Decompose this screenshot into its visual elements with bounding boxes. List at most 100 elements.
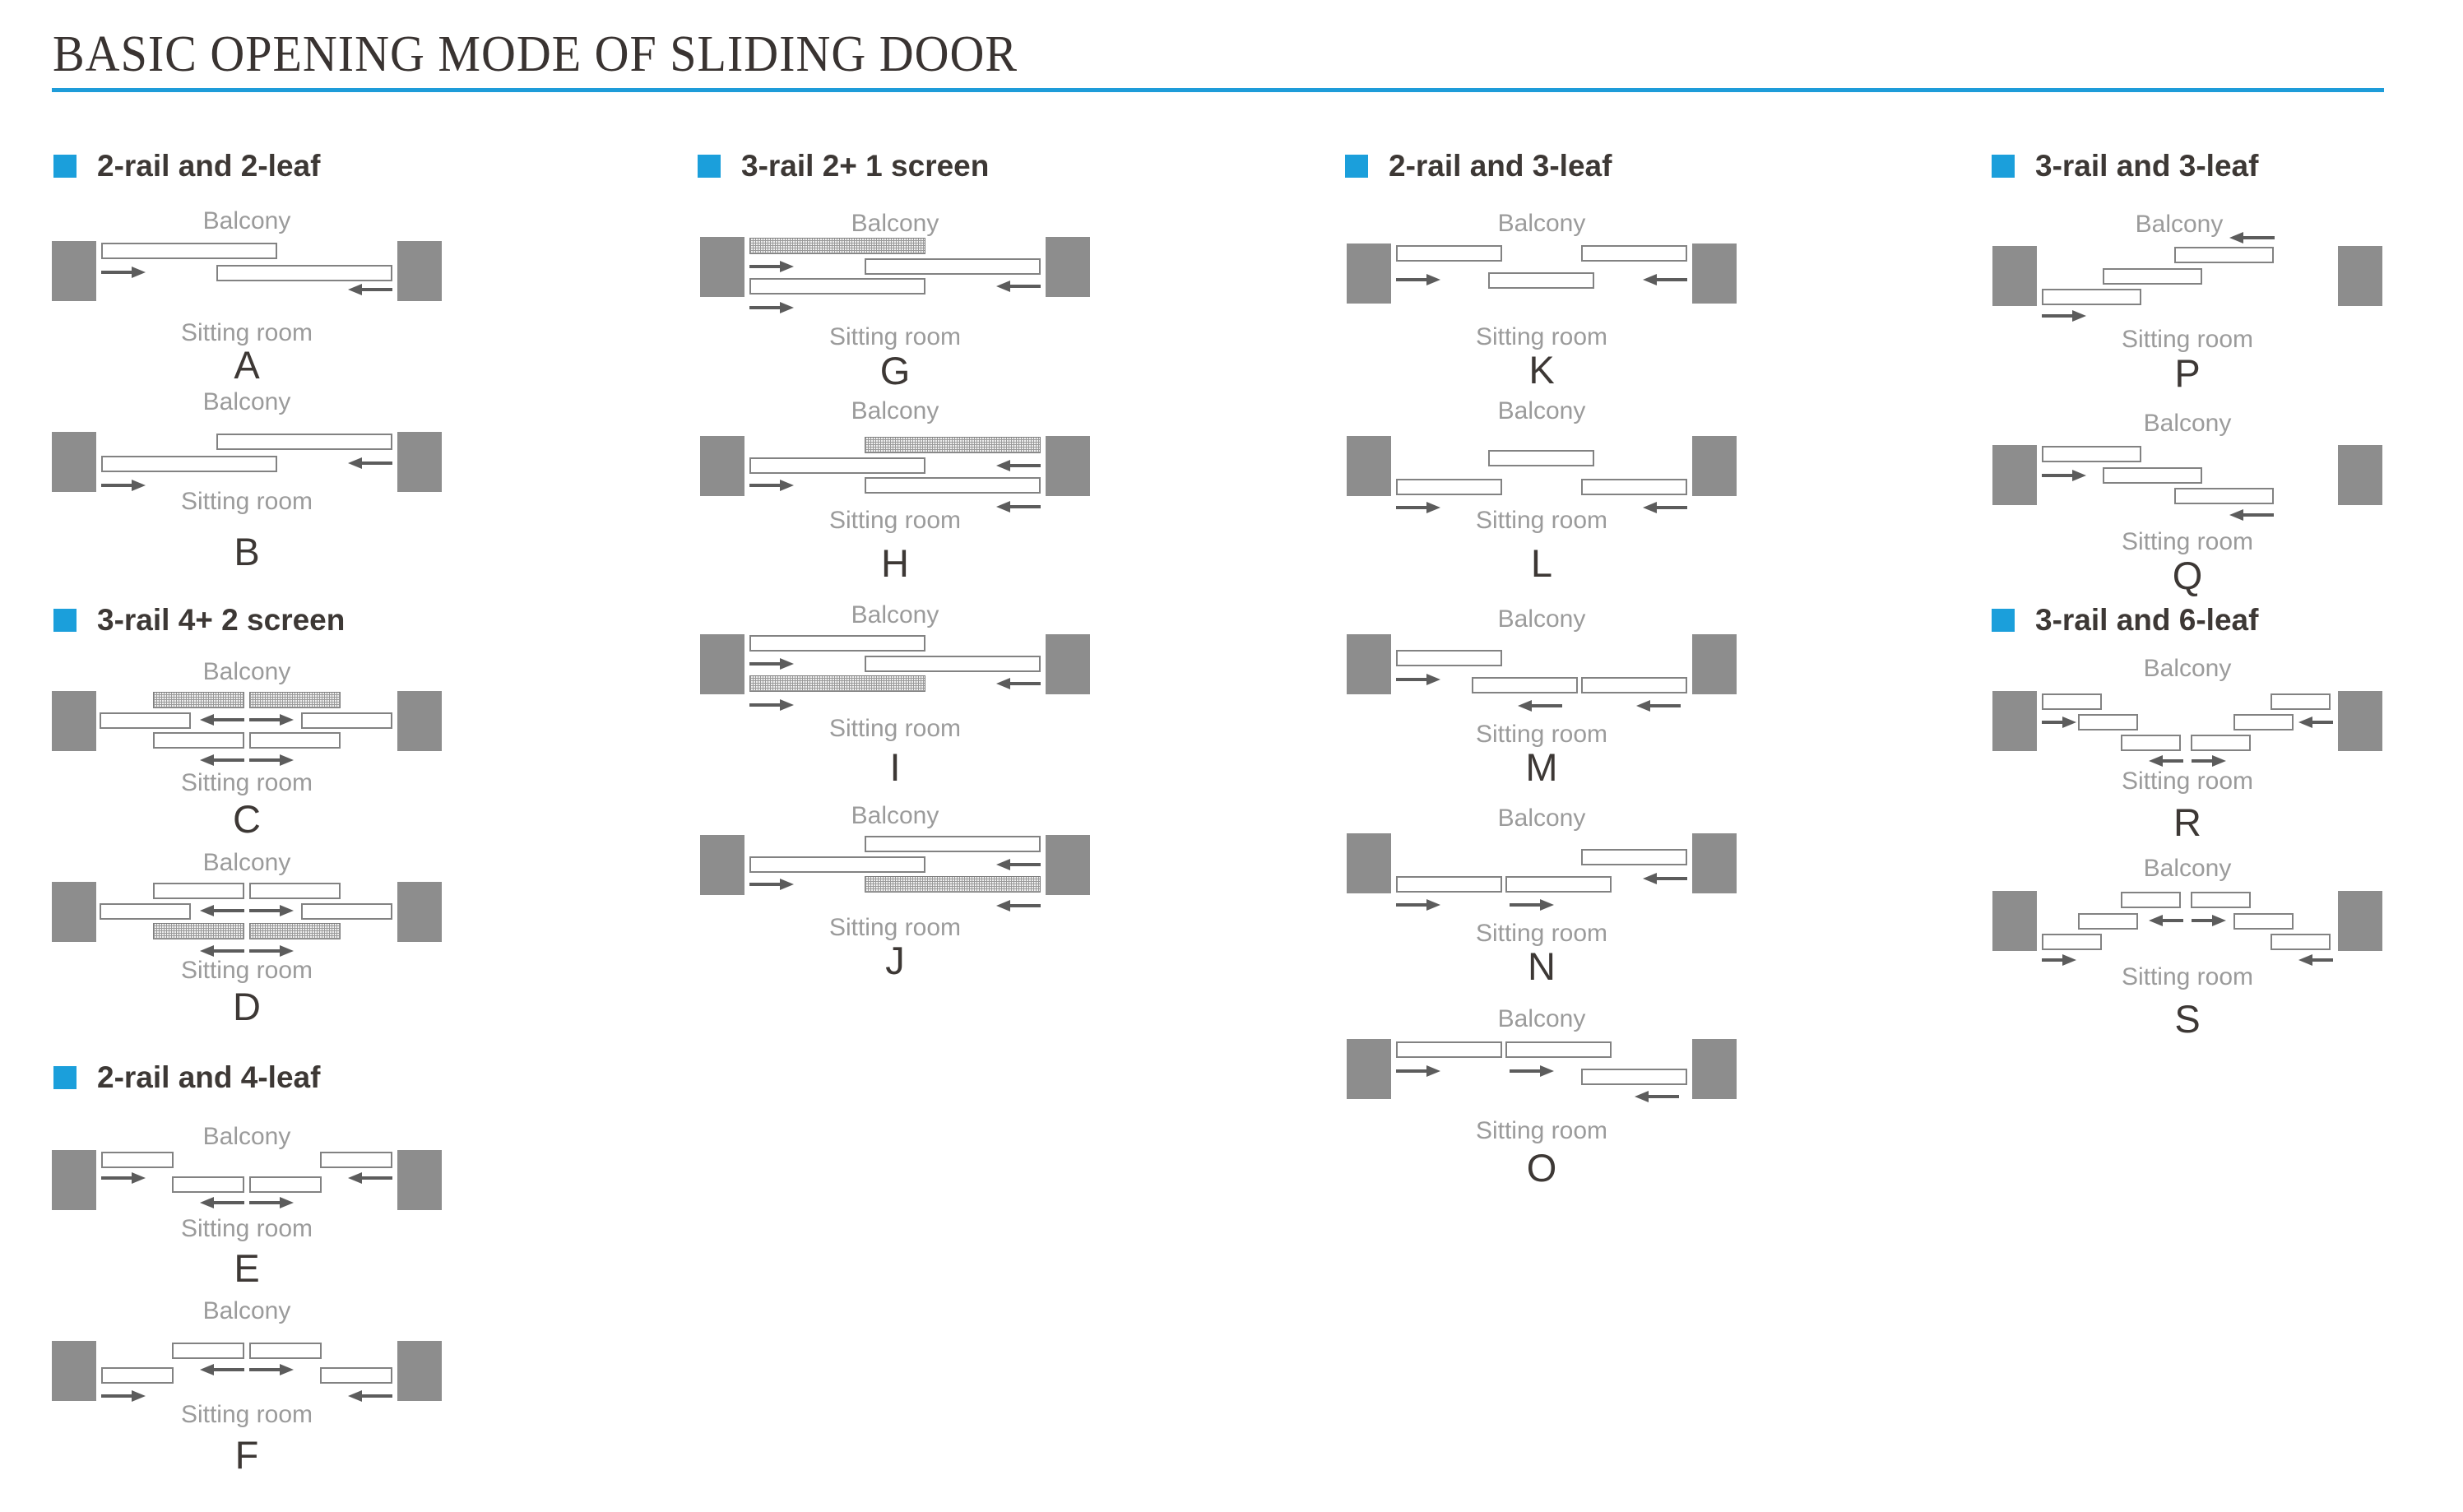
sitting-room-label: Sitting room: [180, 769, 313, 796]
arrow-shaft: [1396, 678, 1428, 681]
section-bullet-icon: [1345, 154, 1368, 178]
arrow-shaft: [749, 265, 782, 268]
wall-left: [700, 634, 744, 694]
arrow-right-icon: [2192, 755, 2226, 767]
arrow-shaft: [249, 1368, 281, 1371]
wall-right: [1692, 1039, 1737, 1099]
balcony-label: Balcony: [202, 849, 291, 876]
door-leaf: [2271, 693, 2331, 710]
arrow-right-icon: [749, 879, 794, 890]
door-leaf: [101, 456, 277, 472]
title-rule: [52, 88, 2384, 92]
arrow-left-icon: [996, 900, 1041, 911]
door-leaf: [1505, 876, 1612, 893]
door-leaf: [249, 1176, 322, 1193]
door-leaf: [153, 883, 244, 899]
wall-left: [1992, 691, 2037, 751]
arrow-right-icon: [2042, 954, 2076, 966]
section-header-0: 2-rail and 2-leaf: [53, 151, 320, 181]
sitting-room-label: Sitting room: [1475, 323, 1608, 350]
arrow-right-icon: [249, 1364, 294, 1375]
wall-right: [1692, 634, 1737, 694]
arrow-left-icon: [1643, 274, 1687, 285]
arrow-left-icon: [200, 1364, 244, 1375]
balcony-label: Balcony: [1497, 397, 1586, 424]
arrow-shaft: [212, 758, 244, 762]
arrow-left-icon: [2149, 755, 2183, 767]
wall-right: [2338, 891, 2382, 951]
arrow-shaft: [749, 484, 782, 487]
diagram-letter: M: [1525, 745, 1558, 789]
door-leaf: [865, 258, 1041, 275]
arrow-left-icon: [200, 754, 244, 766]
arrow-shaft: [1649, 704, 1681, 707]
arrow-shaft: [249, 758, 281, 762]
door-leaf: [1581, 849, 1687, 865]
arrow-head: [1643, 502, 1657, 513]
arrow-head: [280, 1197, 294, 1208]
arrow-right-icon: [101, 267, 146, 278]
arrow-head: [1426, 502, 1440, 513]
arrow-head: [2298, 717, 2312, 728]
sitting-room-label: Sitting room: [180, 957, 313, 984]
section-header-6: 3-rail and 6-leaf: [1992, 605, 2258, 635]
arrow-head: [2229, 232, 2243, 243]
arrow-head: [200, 714, 214, 726]
arrow-shaft: [212, 1201, 244, 1204]
door-leaf: [2233, 913, 2294, 930]
arrow-head: [132, 480, 146, 491]
section-bullet-icon: [1992, 154, 2015, 178]
arrow-shaft: [2311, 721, 2333, 724]
arrow-right-icon: [1396, 1065, 1440, 1077]
sitting-room-label: Sitting room: [1475, 507, 1608, 534]
arrow-left-icon: [1643, 873, 1687, 884]
arrow-head: [780, 302, 794, 313]
arrow-shaft: [360, 1394, 392, 1398]
door-leaf: [865, 836, 1041, 852]
wall-left: [700, 436, 744, 496]
arrow-right-icon: [101, 1390, 146, 1402]
arrow-shaft: [2042, 314, 2074, 318]
door-leaf: [2233, 714, 2294, 730]
wall-left: [52, 882, 96, 942]
section-header-5: 2-rail and 4-leaf: [53, 1062, 320, 1092]
arrow-left-icon: [200, 945, 244, 957]
section-label: 3-rail 4+ 2 screen: [97, 603, 346, 637]
diagram-letter: F: [234, 1433, 259, 1477]
wall-right: [1692, 833, 1737, 893]
wall-right: [397, 432, 442, 492]
door-leaf: [1396, 245, 1502, 262]
diagram-letter: B: [234, 530, 260, 573]
wall-left: [700, 237, 744, 297]
arrow-head: [2072, 310, 2086, 322]
arrow-head: [2072, 470, 2086, 481]
balcony-label: Balcony: [202, 1297, 291, 1324]
sitting-room-label: Sitting room: [1475, 721, 1608, 748]
arrow-head: [280, 754, 294, 766]
arrow-left-icon: [200, 905, 244, 916]
arrow-shaft: [1396, 903, 1428, 907]
screen-leaf: [749, 238, 925, 254]
arrow-left-icon: [996, 678, 1041, 689]
wall-right: [397, 882, 442, 942]
door-leaf: [2174, 488, 2274, 504]
arrow-shaft: [2242, 236, 2275, 239]
balcony-label: Balcony: [851, 802, 939, 829]
door-leaf: [1581, 677, 1687, 693]
arrow-head: [2298, 954, 2312, 966]
section-label: 2-rail and 2-leaf: [97, 149, 321, 183]
door-leaf: [2042, 934, 2102, 950]
arrow-shaft: [1510, 903, 1542, 907]
arrow-shaft: [1655, 877, 1687, 880]
balcony-label: Balcony: [851, 397, 939, 424]
door-leaf: [1396, 479, 1502, 495]
arrow-head: [1426, 674, 1440, 685]
arrow-head: [1540, 1065, 1554, 1077]
door-leaf: [101, 243, 277, 259]
arrow-head: [2212, 915, 2226, 926]
section-label: 2-rail and 4-leaf: [97, 1060, 321, 1094]
diagram-letter: E: [234, 1246, 260, 1290]
arrow-shaft: [360, 1176, 392, 1180]
balcony-label: Balcony: [1497, 805, 1586, 832]
arrow-head: [2149, 915, 2163, 926]
